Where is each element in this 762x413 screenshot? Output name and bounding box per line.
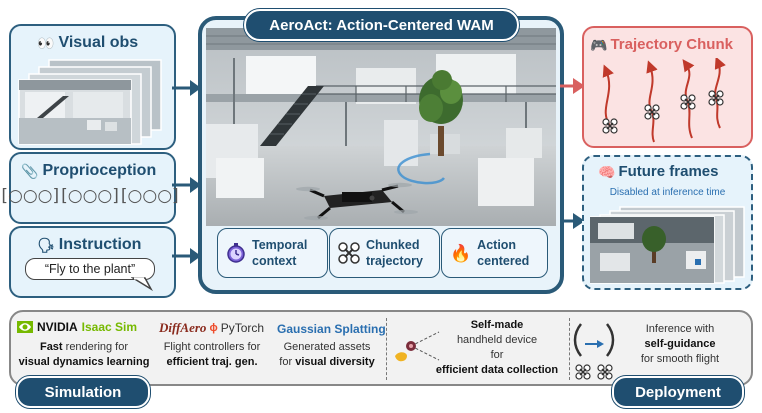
handheld-device-icon <box>395 331 440 362</box>
future-frames-box: 🧠 Future frames Disabled at inference ti… <box>582 155 753 290</box>
gamepad-icon: 🎮 <box>590 36 608 53</box>
trajectory-paths <box>602 58 726 143</box>
visual-obs-box: 👀 Visual obs <box>9 24 176 150</box>
future-frames-note: Disabled at inference time <box>609 187 726 198</box>
deployment-label: Deployment <box>612 376 744 408</box>
instruction-bubble: “Fly to the plant” <box>25 258 155 280</box>
proprio-token: [○○○] <box>1 186 60 206</box>
future-frames-images <box>590 206 745 284</box>
diffaero-description: Flight controllers for efficient traj. g… <box>163 341 261 368</box>
trajectory-chunk-box: 🎮 Trajectory Chunk <box>582 26 753 148</box>
nvidia-description: Fast rendering for visual dynamics learn… <box>18 341 150 368</box>
visual-obs-title: 👀 Visual obs <box>37 34 139 51</box>
diffaero-pytorch-logo: DiffAero ϕ PyTorch <box>159 320 265 335</box>
nvidia-eye-icon <box>17 321 33 333</box>
proprio-token: [○○○] <box>61 186 119 206</box>
simulation-label: Simulation <box>16 376 150 408</box>
fire-icon: 🔥 <box>450 243 472 263</box>
self-guidance-icon <box>573 323 615 380</box>
stopwatch-icon <box>227 243 245 263</box>
proprioception-box: 📎 Proprioception [○○○] [○○○] [○○○] <box>1 152 179 224</box>
trajectory-chunk-title: 🎮 Trajectory Chunk <box>590 36 733 53</box>
model-title: AeroAct: Action-Centered WAM <box>244 9 519 41</box>
instruction-box: 🗣 Instruction “Fly to the plant” <box>9 226 176 298</box>
speaking-head-icon: 🗣 <box>37 237 55 253</box>
drone-outline-icon <box>338 242 360 264</box>
drone-icon <box>296 182 418 221</box>
visual-obs-frames <box>18 59 162 145</box>
device-description: Self-made handheld device for efficient … <box>435 319 559 376</box>
pytorch-flame-icon: ϕ <box>209 322 218 334</box>
input-arrows <box>172 80 201 264</box>
warehouse-scene <box>206 28 556 226</box>
divider <box>569 318 570 380</box>
gaussian-splatting-title: Gaussian Splatting <box>277 322 386 336</box>
brain-icon: 🧠 <box>598 163 616 180</box>
inference-description: Inference with self-guidance for smooth … <box>640 323 720 365</box>
output-arrows <box>560 78 585 229</box>
nvidia-isaac-sim-logo: NVIDIA Isaac Sim <box>17 320 137 334</box>
eyes-icon: 👀 <box>37 35 55 51</box>
bubble-tail <box>131 277 153 291</box>
future-frames-title: 🧠 Future frames <box>598 163 719 180</box>
bottom-bar: NVIDIA Isaac Sim Fast rendering for visu… <box>9 310 753 386</box>
divider <box>386 318 387 380</box>
paperclip-icon: 📎 <box>21 163 39 179</box>
proprioception-title: 📎 Proprioception <box>21 162 157 179</box>
proprio-token: [○○○] <box>120 186 179 206</box>
gaussian-description: Generated assets for visual diversity <box>279 341 375 368</box>
proprio-tokens: [○○○] [○○○] [○○○] <box>1 186 178 206</box>
instruction-title: 🗣 Instruction <box>37 236 142 253</box>
